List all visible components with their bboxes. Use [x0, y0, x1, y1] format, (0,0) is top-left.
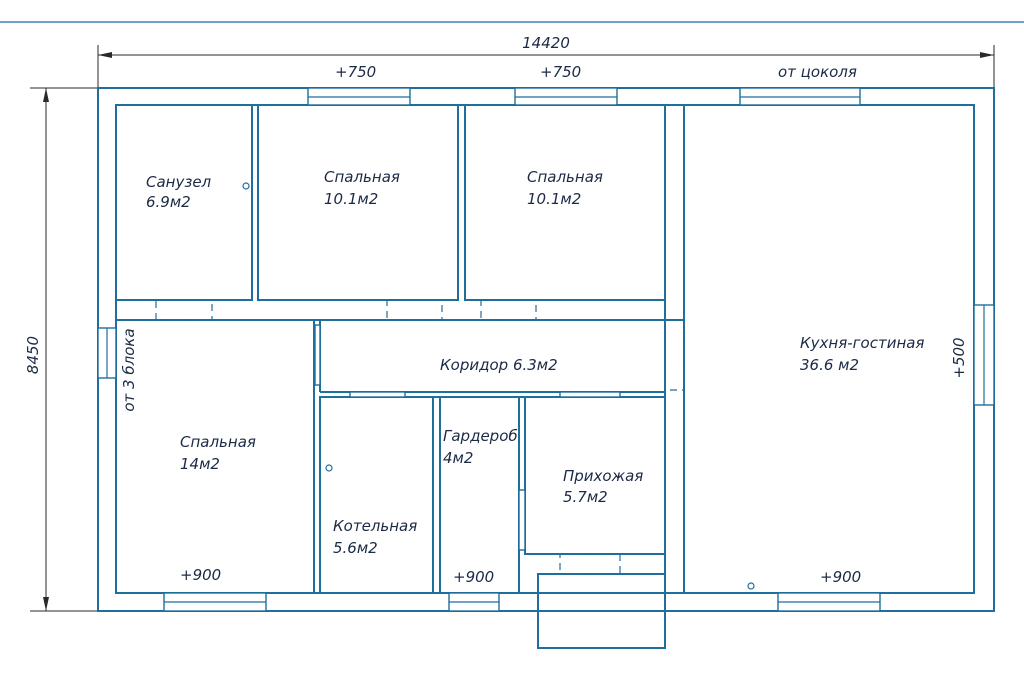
- room-label-kitchen: Кухня-гостиная: [800, 334, 924, 352]
- note-right-side: +500: [950, 337, 968, 378]
- room-label-bed1: Спальная: [324, 168, 400, 186]
- socket-kitchen: [747, 582, 755, 590]
- room-area-wardrobe: 4м2: [443, 449, 473, 467]
- dimension-height: 8450: [24, 87, 98, 612]
- room-area-sanuzel: 6.9м2: [146, 193, 191, 211]
- room-area-bed1: 10.1м2: [324, 190, 378, 208]
- socket-sanuzel: [242, 182, 250, 190]
- note-top-right: от цоколя: [778, 63, 857, 81]
- room-label-sanuzel: Санузел: [146, 173, 212, 191]
- doors: [155, 299, 685, 575]
- room-label-hall: Прихожая: [563, 467, 643, 485]
- dimension-height-label: 8450: [24, 336, 42, 374]
- room-boiler: [319, 396, 434, 594]
- room-label-wardrobe: Гардероб: [443, 427, 518, 445]
- mark-kitchen: +900: [820, 568, 861, 586]
- note-top-mid: +750: [540, 63, 581, 81]
- room-area-hall: 5.7м2: [563, 488, 608, 506]
- note-left-block: от 3 блока: [120, 328, 138, 411]
- windows: [97, 87, 995, 612]
- dimension-width: 14420: [97, 34, 995, 88]
- room-area-boiler: 5.6м2: [333, 539, 378, 557]
- mark-wardrobe: +900: [453, 568, 494, 586]
- dimension-width-label: 14420: [522, 34, 570, 52]
- mark-bed3: +900: [180, 566, 221, 584]
- room-label-bed3: Спальная: [180, 433, 256, 451]
- socket-boiler: [325, 464, 333, 472]
- room-area-kitchen: 36.6 м2: [800, 356, 859, 374]
- room-label-bed2: Спальная: [527, 168, 603, 186]
- room-label-corridor: Коридор 6.3м2: [440, 356, 558, 374]
- room-label-boiler: Котельная: [333, 517, 417, 535]
- room-area-bed2: 10.1м2: [527, 190, 581, 208]
- internal-openings: [314, 324, 621, 551]
- room-area-bed3: 14м2: [180, 455, 220, 473]
- note-top-left: +750: [335, 63, 376, 81]
